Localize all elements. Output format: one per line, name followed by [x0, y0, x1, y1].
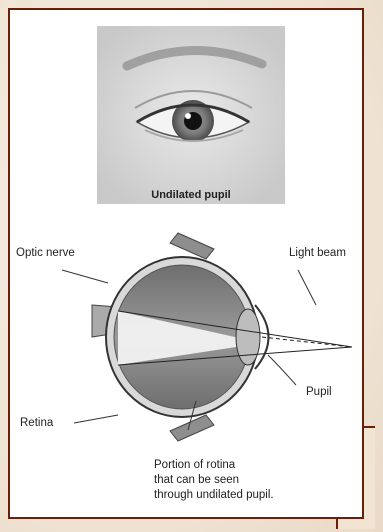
- light-beam-dashed-line: [262, 337, 352, 347]
- pupil-leader: [268, 355, 296, 385]
- portion-caption-line3: through undilated pupil.: [154, 488, 274, 503]
- lens-shape: [236, 309, 260, 365]
- eye-cross-section-diagram: [0, 225, 383, 455]
- light-beam-label: Light beam: [289, 247, 346, 259]
- retina-label: Retina: [20, 417, 53, 429]
- photo-caption: Undilated pupil: [97, 189, 285, 201]
- portion-caption-line2: that can be seen: [154, 473, 274, 488]
- portion-caption: Portion of rotina that can be seen throu…: [154, 458, 274, 503]
- optic-nerve-label: Optic nerve: [16, 247, 75, 259]
- portion-caption-line1: Portion of rotina: [154, 458, 274, 473]
- upper-muscle: [170, 233, 214, 259]
- optic-nerve-leader: [62, 270, 108, 283]
- light-beam-leader: [298, 270, 316, 305]
- eye-photo: [97, 26, 285, 204]
- lower-muscle: [170, 415, 214, 441]
- retina-leader: [74, 415, 118, 423]
- pupil-label: Pupil: [306, 386, 332, 398]
